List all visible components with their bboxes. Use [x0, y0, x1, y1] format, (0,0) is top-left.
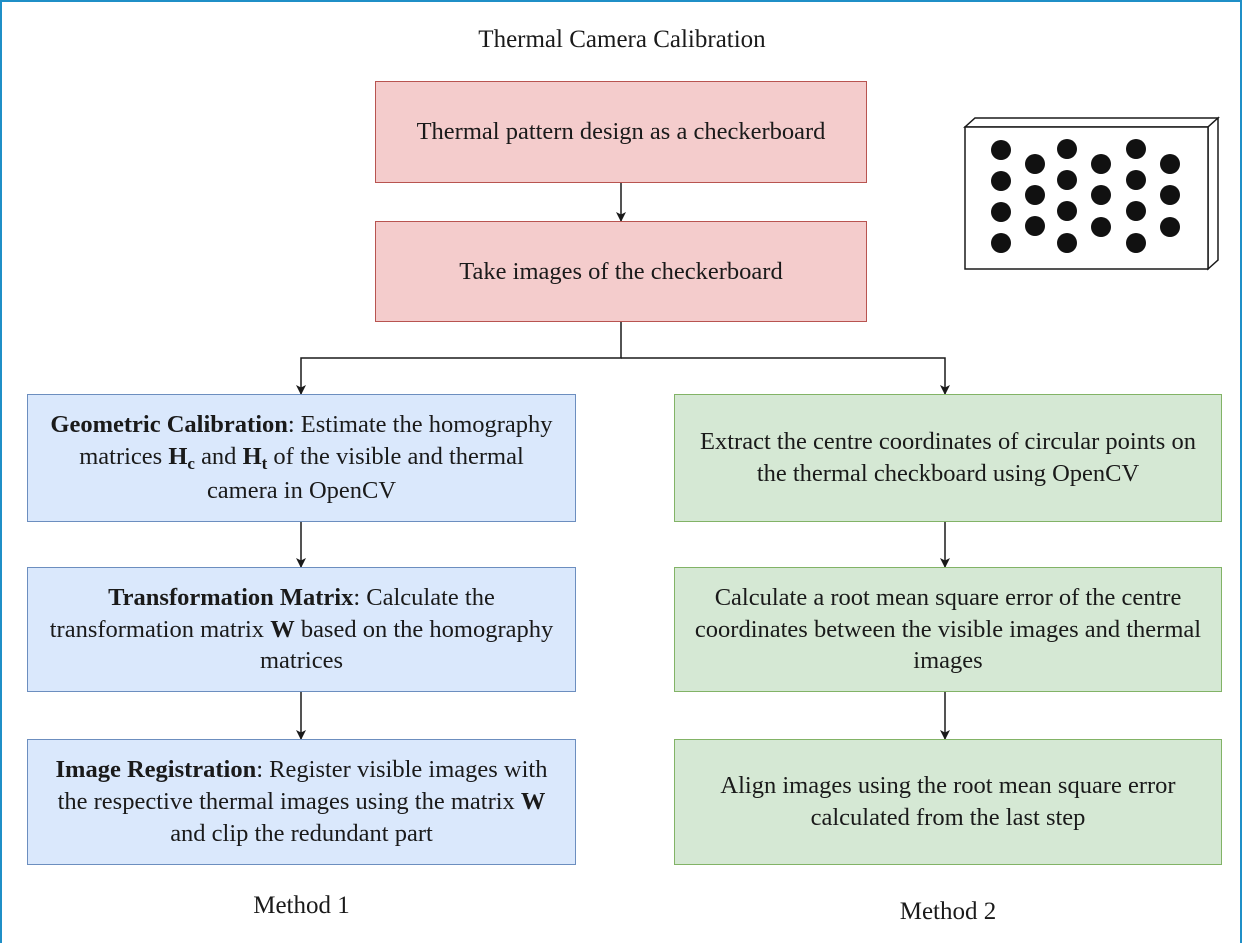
m2-align-images-label: Align images using the root mean square …: [720, 772, 1176, 831]
step-pattern-design-label: Thermal pattern design as a checkerboard: [416, 118, 826, 146]
m2-align-images: Align images using the root mean square …: [674, 739, 1222, 865]
m1-image-registration-text: Image Registration: Register visible ima…: [42, 754, 561, 850]
matrix-hc: H: [168, 442, 188, 470]
m1-transformation-matrix-text: Transformation Matrix: Calculate the tra…: [42, 582, 561, 678]
checkerboard-illustration: [963, 116, 1220, 271]
m1-geometric-calibration-text: Geometric Calibration: Estimate the homo…: [42, 409, 561, 507]
matrix-ht: H: [242, 442, 262, 470]
diagram-title: Thermal Camera Calibration: [478, 26, 766, 53]
step-take-images: Take images of the checkerboard: [375, 221, 867, 322]
matrix-w-2: W: [520, 788, 546, 816]
method2-caption: Method 2: [899, 898, 997, 925]
matrix-w: W: [270, 615, 295, 643]
matrix-hc-sub: c: [187, 453, 195, 473]
split-connector-right: [621, 357, 950, 395]
m2-calculate-rmse-label: Calculate a root mean square error of th…: [694, 583, 1202, 675]
m1-transformation-matrix: Transformation Matrix: Calculate the tra…: [27, 567, 576, 692]
m2-calculate-rmse: Calculate a root mean square error of th…: [674, 567, 1222, 692]
m1-box1-text-a: : Estimate the homography matrices: [79, 411, 553, 470]
method1-caption: Method 1: [253, 892, 350, 919]
m1-box3-heading: Image Registration: [55, 756, 257, 784]
m1-box1-text-b: of the visible and thermal camera in Ope…: [206, 442, 524, 505]
m1-box2-text-b: based on the homography matrices: [260, 615, 554, 675]
m2-extract-centres: Extract the centre coordinates of circul…: [674, 394, 1222, 522]
matrix-ht-sub: t: [261, 453, 268, 473]
step-pattern-design: Thermal pattern design as a checkerboard: [375, 81, 867, 183]
m1-geometric-calibration: Geometric Calibration: Estimate the homo…: [27, 394, 576, 522]
m1-box3-text-a: : Register visible images with the respe…: [57, 756, 548, 816]
m2-extract-centres-label: Extract the centre coordinates of circul…: [700, 428, 1196, 487]
m1-box1-and: and: [194, 442, 243, 470]
m1-box1-heading: Geometric Calibration: [50, 411, 288, 439]
split-connector: [296, 322, 622, 395]
m1-image-registration: Image Registration: Register visible ima…: [27, 739, 576, 865]
step-take-images-label: Take images of the checkerboard: [459, 257, 783, 285]
m1-box2-heading: Transformation Matrix: [108, 583, 354, 611]
m1-box2-text-a: : Calculate the transformation matrix: [49, 583, 495, 643]
m1-box3-text-b: and clip the redundant part: [170, 819, 433, 847]
